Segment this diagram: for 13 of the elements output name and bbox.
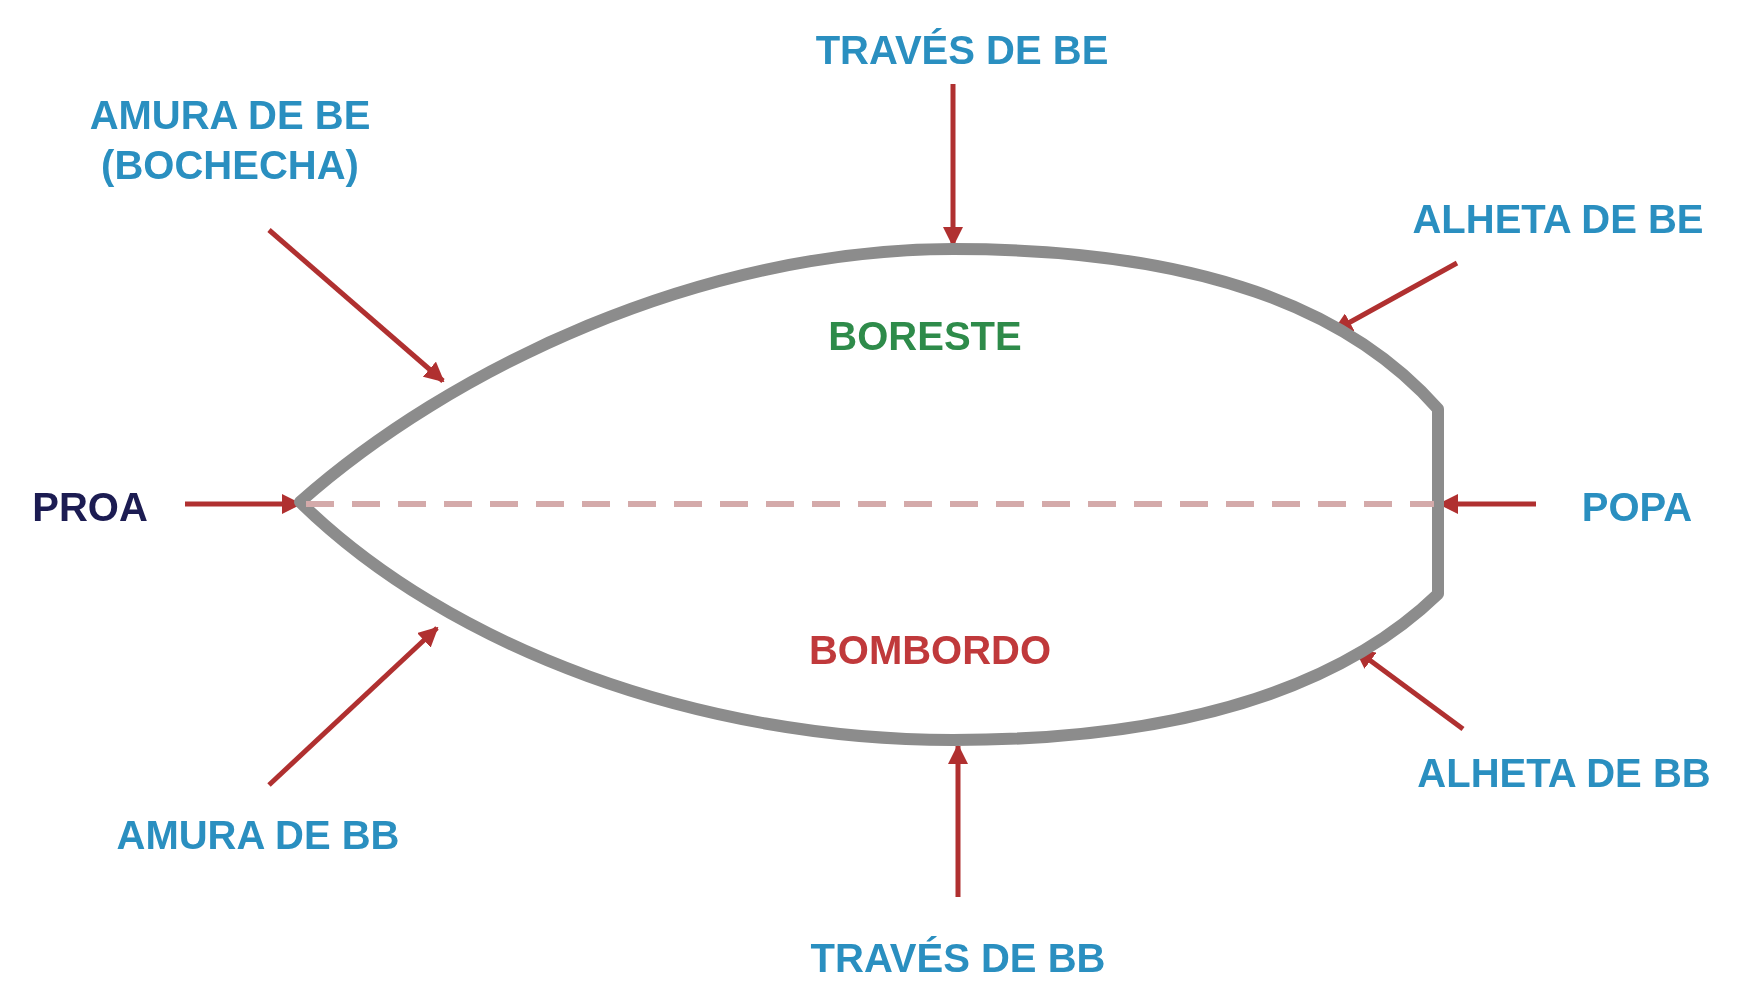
position-label: ALHETA DE BE [1412,196,1704,243]
position-label: TRAVÉS DE BE [815,27,1109,74]
position-label: POPA [1581,484,1693,531]
position-label: AMURA DE BB [116,812,400,859]
arrow [267,626,439,787]
position-label: AMURA DE BE (BOCHECHA) [88,92,372,189]
side-label: BORESTE [828,316,1022,356]
arrow [267,228,445,383]
arrow [948,744,968,897]
position-label: PROA [32,484,148,531]
side-label: BOMBORDO [808,630,1052,670]
position-label: ALHETA DE BB [1417,750,1711,797]
position-label: TRAVÉS DE BB [810,935,1106,982]
